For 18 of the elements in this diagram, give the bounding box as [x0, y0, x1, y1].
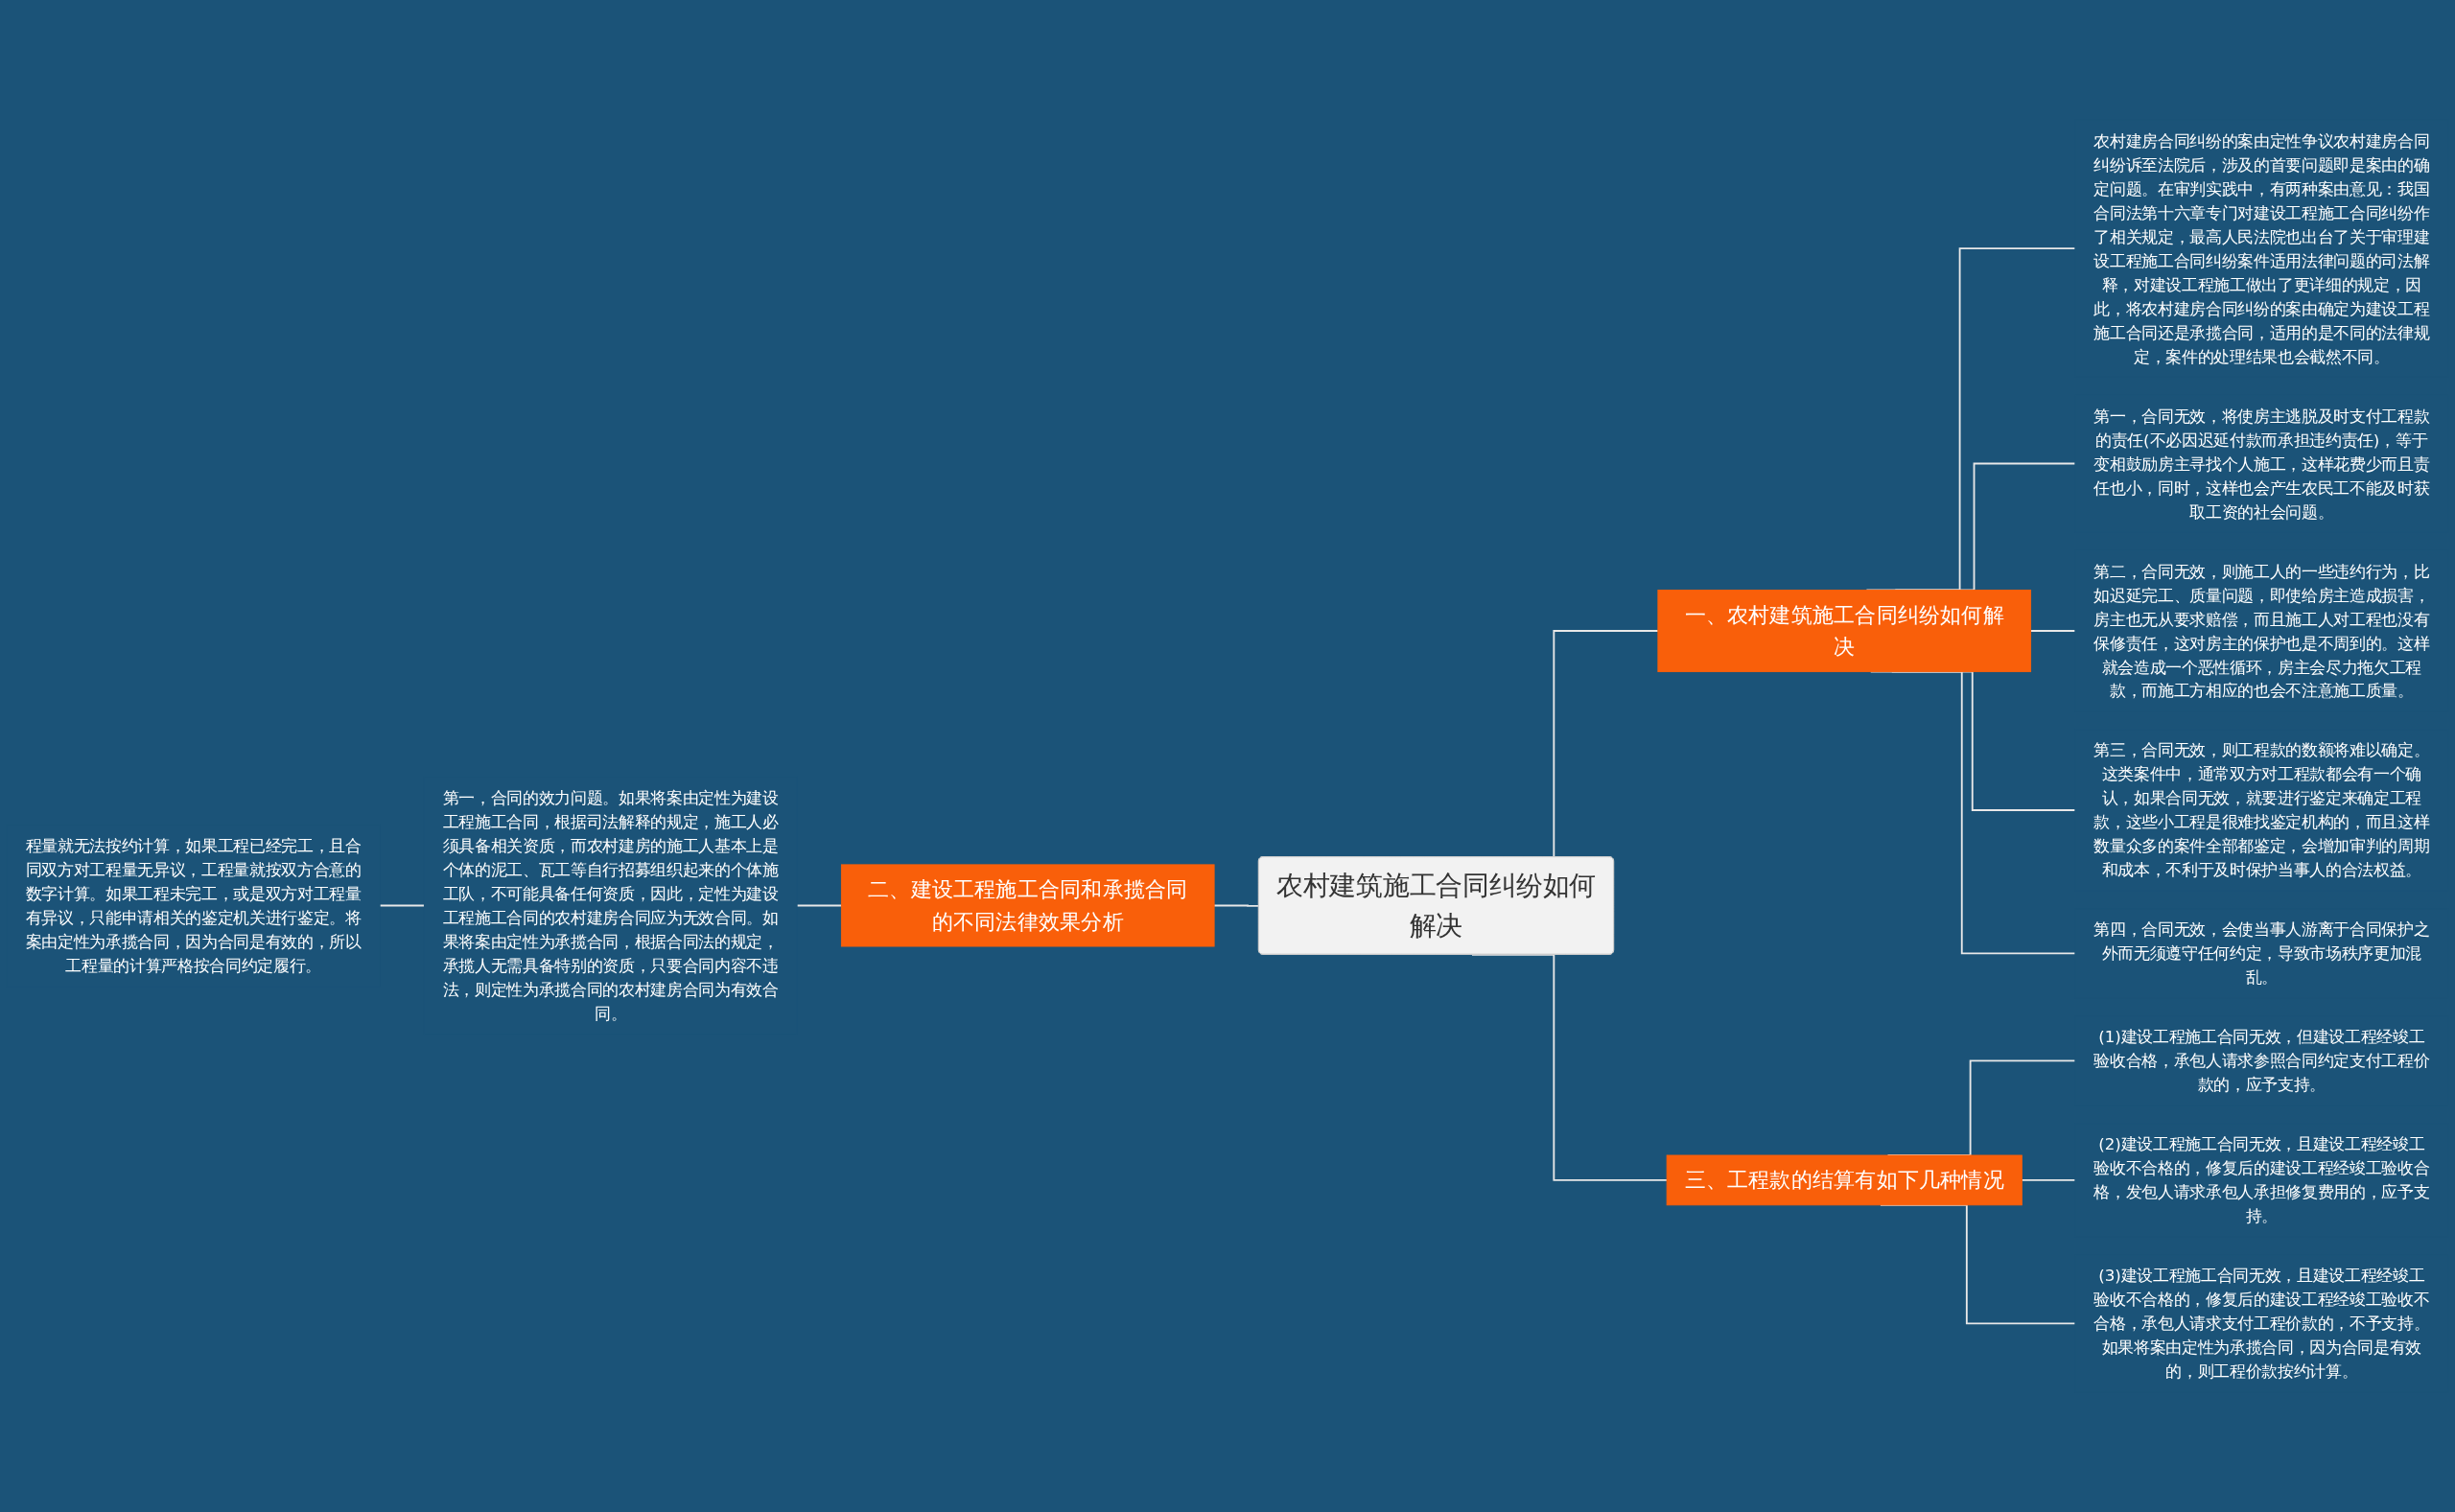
node-box: 三、工程款的结算有如下几种情况: [1666, 1154, 2022, 1206]
node-text: 农村建房合同纠纷的案由定性争议农村建房合同纠纷诉至法院后，涉及的首要问题即是案由的确定问题。在审判实践中，有两种案由意见：我国合同法第十六章专门对建设工程施工合同纠纷作了相关规定，最高人民法院也出台了关于审理建设工程施工合同纠纷案件适用法律问题的司法解释，对建设工程施工做出了更详细的规定，因此，将农村建房合同纠纷的案由确定为建设工程施工合同还是承揽合同，适用的是不同的法律规定，案件的处理结果也会截然不同。: [2093, 130, 2430, 366]
connector: [1213, 904, 1260, 907]
connector: [379, 904, 426, 907]
connector: [796, 904, 843, 907]
node-box: 一、农村建筑施工合同纠纷如何解决: [1657, 589, 2032, 673]
node-text: 第三，合同无效，则工程款的数额将难以确定。这类案件中，通常双方对工程款都会有一个确认，如果合同无效，就要进行鉴定来确定工程款，这些小工程是很难找鉴定机构的，而且这样数量众多的案件全部都鉴定，会增加审判的周期和成本，不利于及时保护当事人的合法权益。: [2093, 740, 2430, 880]
node-text: 程量就无法按约计算，如果工程已经完工，且合同双方对工程量无异议，工程量就按双方合意的数字计算。如果工程未完工，或是双方对工程量有异议，只能申请相关的鉴定机关进行鉴定。将案由定性为承揽合同，因为合同是有效的，所以工程量的计算严格按合同约定履行。: [25, 836, 362, 975]
node-text: 第二，合同无效，则施工人的一些违约行为，比如迟延完工、质量问题，即使给房主造成损害，房主也无从要求赔偿，而且施工人对工程也没有保修责任，这对房主的保护也是不周到的。这样就会造成一个恶性循环，房主会尽力拖欠工程款，而施工方相应的也会不注意施工质量。: [2093, 561, 2430, 701]
node-text: 第四，合同无效，会使当事人游离于合同保护之外而无须遵守任何约定，导致市场秩序更加混乱。: [2093, 919, 2430, 988]
connector: [2021, 1178, 2076, 1181]
connector: [2029, 630, 2076, 632]
node-text: 第一，合同无效，将使房主逃脱及时支付工程款的责任(不必因迟延付款而承担违约责任)，等于变相鼓励房主寻找个人施工，这样花费少而且责任也小，同时，这样也会产生农民工不能及时获取工资的社会问题。: [2093, 406, 2430, 522]
node-text: (3)建设工程施工合同无效，且建设工程经竣工验收不合格的，修复后的建设工程经竣工验收不合格，承包人请求支付工程价款的，不予支持。如果将案由定性为承揽合同，因为合同是有效的，则工程价款按约计算。: [2093, 1266, 2430, 1382]
node-text: (1)建设工程施工合同无效，但建设工程经竣工验收合格，承包人请求参照合同约定支付工程价款的，应予支持。: [2093, 1027, 2430, 1095]
node-box: 二、建设工程施工合同和承揽合同的不同法律效果分析: [840, 864, 1215, 947]
node-text: 第一，合同的效力问题。如果将案由定性为建设工程施工合同，根据司法解释的规定，施工人必须具备相关资质，而农村建房的施工人基本上是个体的泥工、瓦工等自行招募组织起来的个体施工队，不可能具备任何资质，因此，定性为建设工程施工合同的农村建房合同应为无效合同。如果将案由定性为承揽合同，根据合同法的规定，承揽人无需具备特别的资质，只要合同内容不违法，则定性为承揽合同的农村建房合同为有效合同。: [442, 788, 779, 1023]
node-text: (2)建设工程施工合同无效，且建设工程经竣工验收不合格的，修复后的建设工程经竣工验收合格，发包人请求承包人承担修复费用的，应予支持。: [2093, 1134, 2430, 1226]
